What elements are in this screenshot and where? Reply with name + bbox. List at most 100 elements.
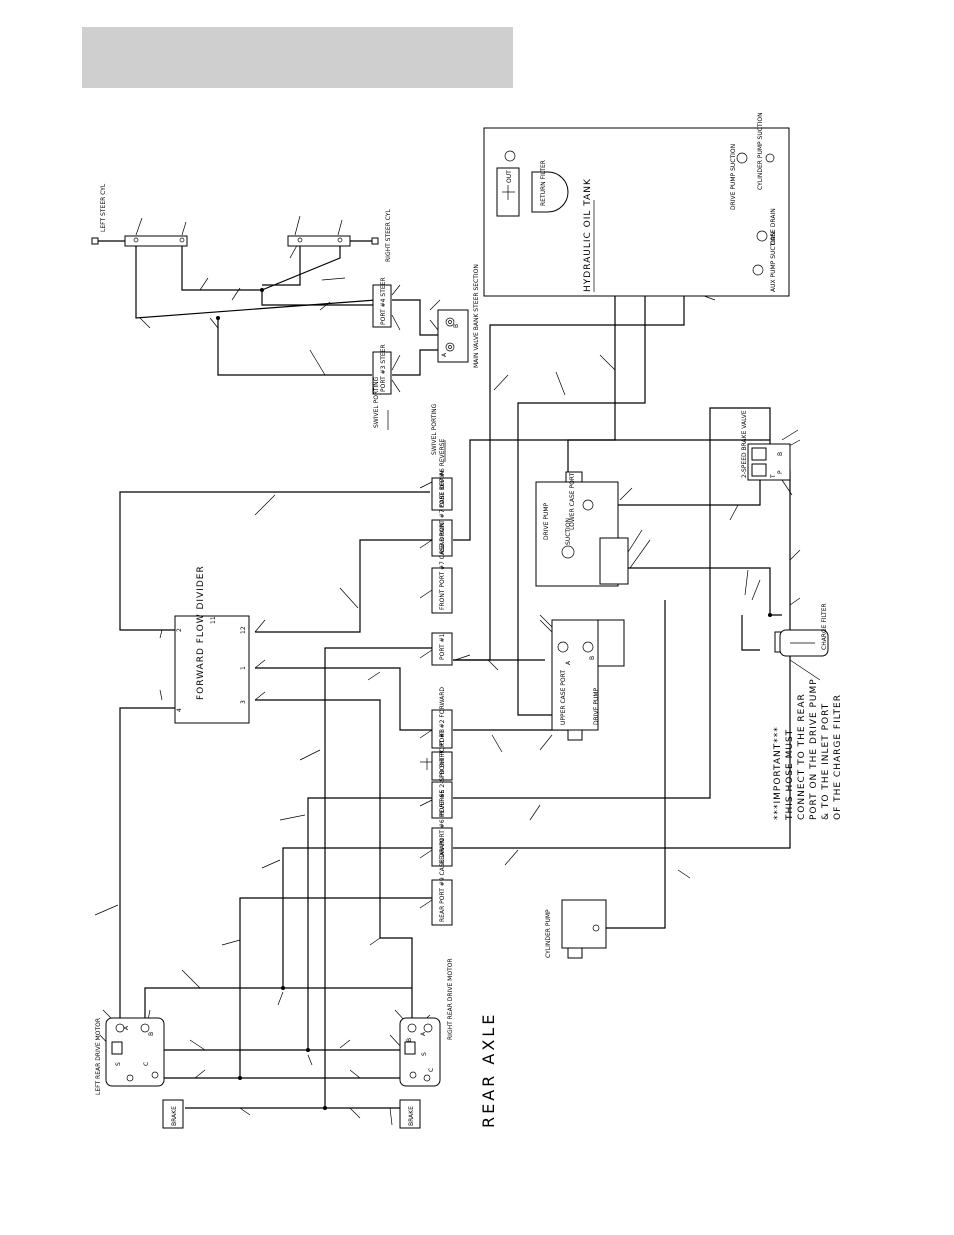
svg-text:B: B — [777, 452, 784, 456]
left-motor-a: A — [123, 1025, 130, 1030]
svg-text:RIGHT REAR DRIVE MOTOR: RIGHT REAR DRIVE MOTOR — [447, 958, 454, 1040]
svg-text:RETURN FILTER: RETURN FILTER — [540, 160, 547, 206]
svg-text:REAR AXLE: REAR AXLE — [479, 1012, 498, 1128]
tank-out-label: OUT — [506, 170, 513, 183]
svg-text:PORT #3 STEER: PORT #3 STEER — [380, 344, 387, 392]
svg-text:THIS HOSE MUST: THIS HOSE MUST — [785, 729, 795, 821]
important-line-3: CONNECT TO THE REAR — [797, 693, 807, 820]
port-6-rear-reverse-label: REAR PORT #6 REVERSE — [439, 790, 446, 864]
port-4-steer: PORT #4 STEER — [372, 277, 392, 328]
svg-text:DRIVE PUMP: DRIVE PUMP — [543, 502, 550, 540]
svg-text:12: 12 — [240, 626, 247, 634]
drive-pump-upper-label: DRIVE PUMP — [543, 502, 550, 540]
right-brake-label: BRAKE — [408, 1106, 415, 1126]
suction-label: SUCTION — [565, 518, 572, 545]
port-3-steer: PORT #3 STEER — [372, 344, 392, 395]
port-9-case-drain-label: REAR PORT #9 CASE DRAIN — [439, 839, 446, 922]
svg-text:SWIVEL PORTING: SWIVEL PORTING — [431, 403, 438, 455]
pump-port-a: A — [565, 660, 572, 665]
svg-text:2-SPEED BRAKE VALVE: 2-SPEED BRAKE VALVE — [741, 410, 748, 478]
charge-filter-label: CHARGE FILTER — [821, 603, 828, 650]
hydraulic-oil-tank: OUT RETURN FILTER HYDRAULIC OIL TANK DRI… — [483, 112, 790, 297]
svg-text:FRONT PORT #8: FRONT PORT #8 — [439, 729, 446, 778]
svg-text:PORT #1: PORT #1 — [439, 633, 446, 660]
svg-text:S: S — [115, 1062, 122, 1066]
svg-text:LEFT REAR DRIVE MOTOR: LEFT REAR DRIVE MOTOR — [95, 1018, 102, 1095]
svg-text:CYLINDER PUMP SUCTION: CYLINDER PUMP SUCTION — [757, 112, 764, 190]
svg-text:A: A — [441, 352, 448, 357]
right-brake: BRAKE — [399, 1099, 421, 1129]
swivel-label-2: SWIVEL PORTING — [431, 403, 438, 455]
important-line-6: OF THE CHARGE FILTER — [833, 694, 843, 820]
svg-text:3: 3 — [240, 700, 247, 704]
drive-pump-upper: DRIVE PUMP SUCTION LOWER CASE PORT — [535, 471, 629, 587]
pump-port-b: B — [589, 656, 596, 660]
valve-port-a: A — [441, 352, 448, 357]
brake-valve-b: B — [777, 452, 784, 456]
fd-port-1: 1 — [240, 666, 247, 670]
svg-text:REAR PORT #6 REVERSE: REAR PORT #6 REVERSE — [439, 790, 446, 864]
svg-text:UPPER CASE PORT: UPPER CASE PORT — [560, 670, 567, 725]
port-8-label: FRONT PORT #8 — [439, 729, 446, 778]
left-motor-label: LEFT REAR DRIVE MOTOR — [95, 1018, 102, 1095]
drive-pump-suction-label: DRIVE PUMP SUCTION — [730, 144, 737, 210]
svg-text:OF THE CHARGE FILTER: OF THE CHARGE FILTER — [833, 694, 843, 820]
svg-text:PORT REF #6 REVERSE: PORT REF #6 REVERSE — [439, 438, 446, 508]
port-7-front-label: FRONT PORT #7 CASE DRAIN — [439, 522, 446, 610]
aux-pump-suction-label: AUX PUMP SUCTION — [770, 232, 777, 292]
svg-text:CONNECT TO THE REAR: CONNECT TO THE REAR — [797, 693, 807, 820]
svg-text:LOWER CASE PORT: LOWER CASE PORT — [569, 472, 576, 530]
swivel-label-1: SWIVEL PORTING — [373, 376, 380, 428]
left-brake: BRAKE — [162, 1099, 184, 1129]
svg-text:SUCTION: SUCTION — [565, 518, 572, 545]
right-motor-s: S — [421, 1052, 428, 1056]
port-1-label: PORT #1 — [439, 633, 446, 660]
tank-title: HYDRAULIC OIL TANK — [583, 178, 593, 292]
svg-text:C: C — [428, 1068, 435, 1072]
svg-text:B: B — [406, 1038, 413, 1042]
brake-valve-label: 2-SPEED BRAKE VALVE — [741, 410, 748, 478]
svg-text:S: S — [421, 1052, 428, 1056]
svg-text:CASE DRAIN: CASE DRAIN — [770, 208, 777, 245]
port-3-steer-label: PORT #3 STEER — [380, 344, 387, 392]
svg-text:B: B — [589, 656, 596, 660]
fd-port-12: 12 — [240, 626, 247, 634]
port-6-reverse-label: PORT REF #6 REVERSE — [439, 438, 446, 508]
port-2-forward-label: PORT #2 FORWARD — [439, 687, 446, 746]
svg-text:SWIVEL PORTING: SWIVEL PORTING — [373, 376, 380, 428]
flow-divider-title: FORWARD FLOW DIVIDER — [196, 565, 206, 700]
svg-text:***IMPORTANT***: ***IMPORTANT*** — [773, 726, 783, 820]
cylinder-pump: CYLINDER PUMP — [545, 899, 607, 959]
port-7-rear-label: REAR PORT #7 CASE DRAIN — [439, 471, 446, 554]
svg-text:REAR PORT #7 CASE DRAIN: REAR PORT #7 CASE DRAIN — [439, 471, 446, 554]
important-line-5: & TO THE INLET PORT — [821, 703, 831, 820]
svg-text:PORT ON THE DRIVE PUMP: PORT ON THE DRIVE PUMP — [809, 678, 819, 820]
svg-text:PORT #2 FORWARD: PORT #2 FORWARD — [439, 687, 446, 746]
svg-text:11: 11 — [210, 616, 217, 624]
svg-text:T: T — [770, 474, 777, 479]
svg-text:PORT #4 STEER: PORT #4 STEER — [380, 277, 387, 325]
cylinder-pump-label: CYLINDER PUMP — [545, 909, 552, 958]
case-drain-label: CASE DRAIN — [770, 208, 777, 245]
svg-text:LEFT STEER CYL: LEFT STEER CYL — [100, 183, 107, 232]
header-band — [82, 27, 513, 88]
svg-text:DRIVE PUMP SUCTION: DRIVE PUMP SUCTION — [730, 144, 737, 210]
right-steer-cylinder: RIGHT STEER CYL — [287, 208, 392, 262]
svg-text:FORWARD FLOW DIVIDER: FORWARD FLOW DIVIDER — [196, 565, 206, 700]
svg-text:A: A — [123, 1025, 130, 1030]
main-valve-bank: B A MAIN VALVE BANK STEER SECTION — [437, 264, 480, 368]
svg-text:DRIVE PUMP: DRIVE PUMP — [593, 687, 600, 725]
left-motor-b: B — [148, 1032, 155, 1036]
right-motor-c: C — [428, 1068, 435, 1072]
svg-text:4: 4 — [176, 708, 183, 712]
charge-filter: CHARGE FILTER — [774, 603, 829, 657]
valve-port-b: B — [453, 324, 460, 328]
right-motor-label: RIGHT REAR DRIVE MOTOR — [447, 958, 454, 1040]
svg-text:A: A — [565, 660, 572, 665]
two-speed-brake-valve: 2-SPEED BRAKE VALVE T P B — [741, 410, 791, 481]
rear-axle-label: REAR AXLE — [479, 1012, 498, 1128]
svg-text:BRAKE: BRAKE — [171, 1106, 178, 1126]
svg-text:CYLINDER PUMP: CYLINDER PUMP — [545, 909, 552, 958]
